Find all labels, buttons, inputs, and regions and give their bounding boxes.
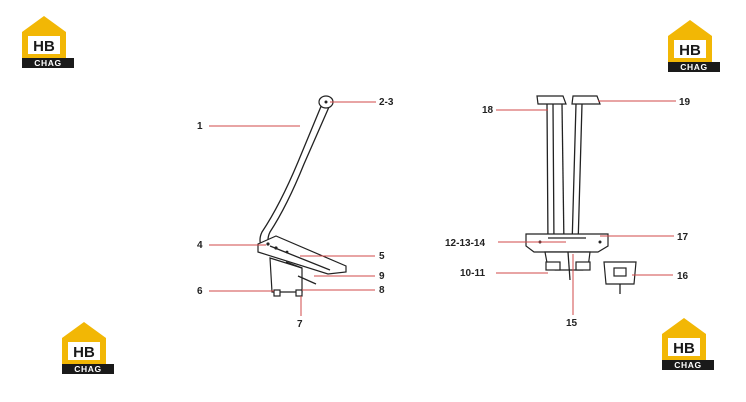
mount-tab-right <box>295 289 303 297</box>
logo-top-left: HB CHAG <box>22 16 74 68</box>
bracket-plate <box>525 233 609 253</box>
callout-2-3: 2-3 <box>379 97 394 108</box>
logo-word: CHAG <box>34 58 61 68</box>
logo-letters: HB <box>679 42 701 59</box>
callout-6: 6 <box>197 286 203 297</box>
callout-19: 19 <box>679 97 691 108</box>
logo-bottom-right: HB CHAG <box>662 318 714 370</box>
callout-1: 1 <box>197 121 203 132</box>
mount-block-right <box>575 261 591 271</box>
right-assembly <box>525 95 637 294</box>
callout-9: 9 <box>379 271 385 282</box>
callout-17: 17 <box>677 232 689 243</box>
logo-word: CHAG <box>74 364 101 374</box>
lever-shaft-back <box>267 106 330 249</box>
logo-top-right: HB CHAG <box>668 20 720 72</box>
pedal-plate <box>257 235 347 275</box>
callout-10-11: 10-11 <box>460 268 485 279</box>
logo-letters: HB <box>673 340 695 357</box>
mount-block-left <box>545 261 561 271</box>
callout-12-13-14: 12-13-14 <box>445 238 485 249</box>
left-leader-lines <box>209 101 376 316</box>
callout-16: 16 <box>677 271 689 282</box>
handle-left <box>536 95 567 105</box>
logo-word: CHAG <box>674 360 701 370</box>
callout-5: 5 <box>379 251 385 262</box>
callout-8: 8 <box>379 285 385 296</box>
logo-letters: HB <box>73 344 95 361</box>
callout-7: 7 <box>297 319 303 330</box>
callout-4: 4 <box>197 240 203 251</box>
cover-window <box>613 267 627 277</box>
mount-tab-left <box>273 289 281 297</box>
callout-15: 15 <box>566 318 578 329</box>
lever-shaft-left <box>546 103 555 247</box>
left-assembly <box>257 95 347 297</box>
logo-bottom-left: HB CHAG <box>62 322 114 374</box>
logo-word: CHAG <box>680 62 707 72</box>
logo-letters: HB <box>33 38 55 55</box>
callout-18: 18 <box>482 105 494 116</box>
right-leader-lines <box>496 100 676 315</box>
lever-shaft-right <box>571 103 583 247</box>
handle-right <box>571 95 601 105</box>
